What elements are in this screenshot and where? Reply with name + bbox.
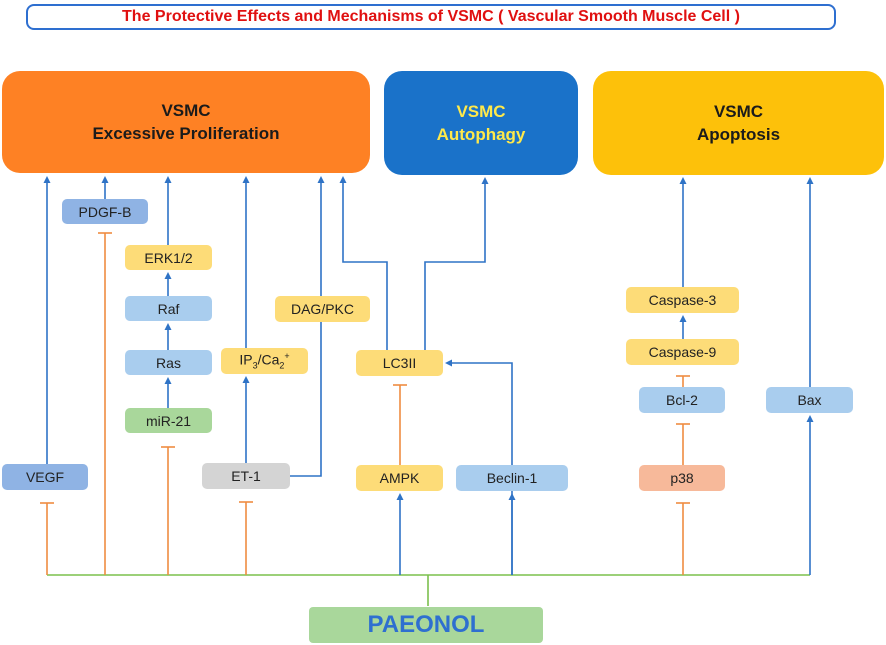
autophagy-box: VSMC Autophagy [384, 71, 578, 175]
node-ampk-label: AMPK [379, 470, 420, 486]
node-p38-label: p38 [670, 470, 694, 486]
arrow-raf-erk-head [164, 272, 172, 279]
arrow-caspase9-caspase3-head [679, 315, 687, 322]
node-erk12-label: ERK1/2 [144, 249, 193, 266]
arrow-paeonol-ampk-head [396, 493, 404, 500]
node-pdgfb-label: PDGF-B [78, 203, 132, 220]
arrow-paeonol-beclin-head [508, 493, 516, 500]
autophagy-line2: Autophagy [436, 125, 526, 144]
arrow-et1-dagpkc-head [317, 176, 325, 183]
node-vegf-label: VEGF [25, 469, 65, 485]
node-beclin1: Beclin-1 [456, 465, 568, 491]
node-ip3-ca2: IP3/Ca2+ [221, 348, 308, 374]
autophagy-line1: VSMC [456, 102, 506, 121]
node-ras-label: Ras [156, 354, 181, 371]
node-mir21: miR-21 [125, 408, 212, 433]
paeonol-source-box: PAEONOL [309, 607, 543, 643]
node-et1: ET-1 [202, 463, 290, 489]
proliferation-box: VSMC Excessive Proliferation [2, 71, 370, 173]
arrow-erk-proliferation-head [164, 176, 172, 183]
arrow-lc3-autophagy-head [481, 177, 489, 184]
arrow-lc3-proliferation [342, 182, 388, 350]
arrow-ip3-proliferation-head [242, 176, 250, 183]
arrow-bax-apoptosis-head [806, 177, 814, 184]
node-pdgfb: PDGF-B [62, 199, 148, 224]
node-caspase9: Caspase-9 [626, 339, 739, 365]
arrow-pdgfb-proliferation-head [101, 176, 109, 183]
node-vegf: VEGF [2, 464, 88, 490]
arrow-lc3-autophagy [424, 183, 486, 350]
node-p38: p38 [639, 465, 725, 491]
arrow-paeonol-bax-head [806, 415, 814, 422]
node-caspase9-label: Caspase-9 [648, 344, 717, 360]
apoptosis-line2: Apoptosis [696, 125, 781, 144]
node-caspase3-label: Caspase-3 [648, 292, 717, 308]
node-erk12: ERK1/2 [125, 245, 212, 270]
apoptosis-line1: VSMC [713, 102, 764, 121]
node-et1-label: ET-1 [231, 468, 261, 484]
arrow-et1-dagpkc [290, 182, 322, 477]
apoptosis-box: VSMC Apoptosis [593, 71, 884, 175]
node-dag-pkc-label: DAG/PKC [290, 301, 354, 317]
proliferation-line2: Excessive Proliferation [92, 124, 280, 143]
diagram-title: The Protective Effects and Mechanisms of… [26, 4, 836, 30]
node-caspase3: Caspase-3 [626, 287, 739, 313]
arrow-caspase3-apoptosis-head [679, 177, 687, 184]
node-beclin1-label: Beclin-1 [486, 470, 538, 486]
node-mir21-label: miR-21 [145, 412, 192, 429]
arrow-ras-raf-head [164, 323, 172, 330]
arrow-lc3-proliferation-head [339, 176, 347, 183]
node-ip3-ca2-label: IP3/Ca2+ [239, 351, 290, 371]
node-dag-pkc: DAG/PKC [275, 296, 370, 322]
node-bax-label: Bax [797, 392, 822, 408]
node-lc3ii: LC3II [356, 350, 443, 376]
node-bax: Bax [766, 387, 853, 413]
arrow-beclin-lc3-head [445, 359, 452, 367]
node-ampk: AMPK [356, 465, 443, 491]
node-raf-label: Raf [157, 300, 180, 317]
node-lc3ii-label: LC3II [382, 355, 417, 371]
arrow-vegf-proliferation-head [43, 176, 51, 183]
arrow-et1-ip3-head [242, 376, 250, 383]
arrow-mir21-ras-head [164, 377, 172, 384]
paeonol-label: PAEONOL [367, 611, 485, 638]
diagram-title-text: The Protective Effects and Mechanisms of… [122, 8, 740, 25]
node-ras: Ras [125, 350, 212, 375]
node-raf: Raf [125, 296, 212, 321]
node-bcl2-label: Bcl-2 [666, 392, 698, 408]
proliferation-line1: VSMC [161, 101, 211, 120]
node-bcl2: Bcl-2 [639, 387, 725, 413]
